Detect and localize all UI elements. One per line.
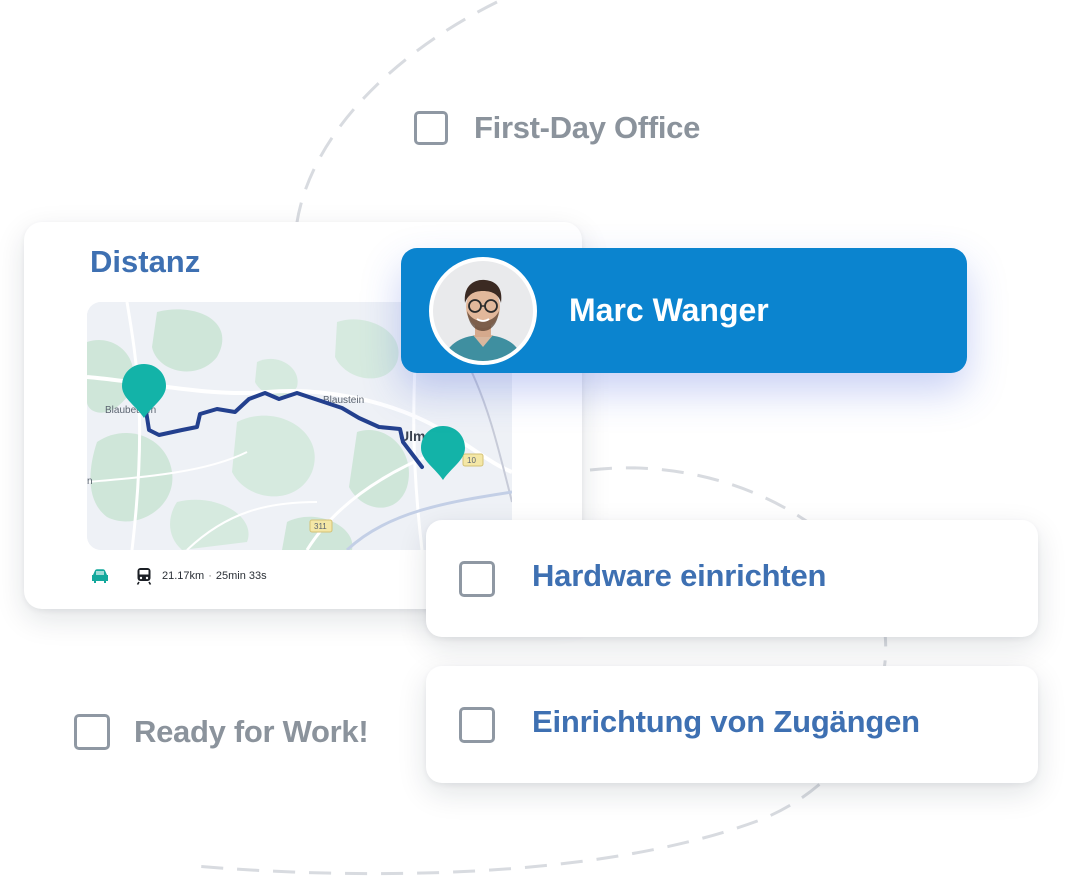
task-hardware[interactable]: Hardware einrichten (426, 520, 1038, 637)
task-label: First-Day Office (474, 110, 701, 145)
map-pin-icon (122, 364, 166, 418)
route-duration: 25min 33s (215, 570, 267, 582)
route-distance: 21.17km (162, 570, 205, 582)
train-icon[interactable] (136, 567, 152, 585)
checkbox-icon[interactable] (459, 561, 495, 597)
checkbox-icon[interactable] (414, 111, 448, 145)
map-label-edge: n (87, 476, 93, 487)
task-first-day-office[interactable]: First-Day Office (414, 110, 700, 146)
person-name: Marc Wanger (569, 292, 769, 328)
car-icon[interactable] (90, 568, 110, 584)
route-separator: · (208, 570, 212, 582)
checkbox-icon[interactable] (74, 714, 110, 750)
task-access[interactable]: Einrichtung von Zugängen (426, 666, 1038, 783)
task-ready-for-work[interactable]: Ready for Work! (74, 714, 369, 750)
map-label-blaubeuren: Blaubeuren (105, 405, 156, 416)
checkbox-icon[interactable] (459, 707, 495, 743)
road-311-label: 311 (314, 522, 327, 531)
map-pin-icon (421, 426, 465, 480)
map-label-ulm: Ulm (399, 428, 425, 444)
task-label: Ready for Work! (134, 714, 369, 749)
task-label: Hardware einrichten (532, 558, 827, 593)
avatar (429, 257, 537, 365)
route-info: 21.17km · 25min 33s (90, 567, 267, 585)
person-card[interactable]: Marc Wanger (401, 248, 967, 373)
distance-card-title: Distanz (90, 244, 201, 279)
road-10-label: 10 (467, 456, 476, 465)
map-label-blaustein: Blaustein (323, 395, 364, 406)
task-label: Einrichtung von Zugängen (532, 704, 920, 739)
